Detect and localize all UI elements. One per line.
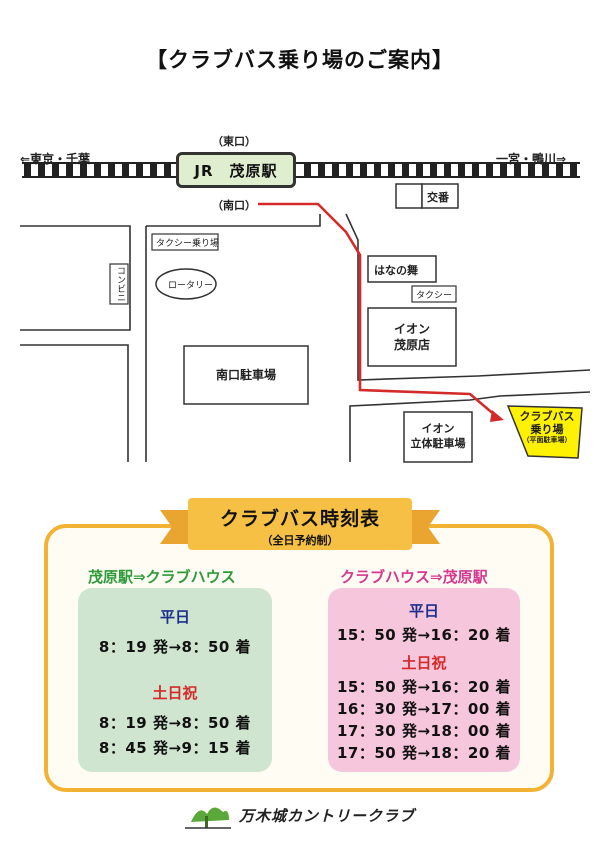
- rotary-circle: [155, 268, 217, 300]
- outbound-holiday-label: 土日祝: [152, 684, 198, 702]
- east-exit-label: （東口）: [212, 135, 256, 148]
- inbound-panel: [328, 588, 520, 772]
- tree-logo-icon: [184, 807, 231, 829]
- rail-tie: [402, 163, 409, 177]
- south-exit-label: （南口）: [212, 199, 256, 212]
- page-title: 【クラブバス乗り場のご案内】: [146, 48, 454, 72]
- inbound-holiday-row-3: 17：30 発→18：00 着: [336, 722, 511, 740]
- rail-tie: [486, 163, 493, 177]
- route-arrowhead: [490, 410, 504, 422]
- inbound-holiday-row-4: 17：50 発→18：20 着: [336, 744, 511, 762]
- rail-tie: [122, 163, 129, 177]
- inbound-heading: クラブハウス⇒茂原駅: [340, 568, 488, 586]
- rail-tie: [542, 163, 549, 177]
- rail-tie: [52, 163, 59, 177]
- rail-tie: [472, 163, 479, 177]
- outbound-holiday-row-2: 8：45 発→9：15 着: [98, 739, 252, 757]
- convenience-label: コンビニ: [115, 266, 125, 302]
- rail-left-label: ⇐東京・千葉: [20, 152, 91, 166]
- rail-tie: [108, 163, 115, 177]
- rail-tie: [374, 163, 381, 177]
- bus-stop-line2: 乗り場: [530, 423, 564, 437]
- station-map: [20, 162, 591, 463]
- footer-logo: 万木城カントリークラブ: [0, 800, 600, 830]
- rail-right-label: 一宮・鴨川⇒: [496, 152, 567, 166]
- taxi-stand-box: [151, 233, 219, 251]
- koban-box-small: [395, 183, 423, 209]
- club-name: 万木城カントリークラブ: [238, 806, 415, 825]
- taxi-label: タクシー: [416, 291, 453, 301]
- south-parking-box: [183, 345, 309, 405]
- rail-tie: [360, 163, 367, 177]
- south-parking-label: 南口駐車場: [215, 367, 276, 382]
- rail-tie: [514, 163, 521, 177]
- rail-tie: [24, 163, 31, 177]
- bus-stop-label: クラブバス 乗り場 （平面駐車場）: [514, 410, 580, 445]
- rail-tie: [66, 163, 73, 177]
- inbound-holiday-row-2: 16：30 発→17：00 着: [336, 700, 511, 718]
- rail-tie: [150, 163, 157, 177]
- bus-stop-note: （平面駐車場）: [522, 436, 572, 445]
- timetable-subtitle: （全日予約制）: [261, 534, 339, 547]
- hananomai-label: はなの舞: [374, 264, 418, 277]
- inbound-weekday-label: 平日: [408, 602, 439, 620]
- rail-tie: [332, 163, 339, 177]
- rail-tie: [94, 163, 101, 177]
- rail-tie: [416, 163, 423, 177]
- bus-stop-area: [506, 405, 583, 459]
- rail-tie: [570, 163, 577, 177]
- route-line: [258, 202, 497, 417]
- station-box: JR 茂原駅: [176, 152, 296, 188]
- rail-tie: [346, 163, 353, 177]
- timetable-title: クラブバス時刻表: [219, 508, 380, 530]
- ribbon-tails: [160, 510, 440, 544]
- inbound-weekday-row: 15：50 発→16：20 着: [336, 626, 511, 644]
- roads: [20, 213, 591, 462]
- aeon-parking-box: [403, 411, 473, 463]
- outbound-heading: 茂原駅⇒クラブハウス: [88, 568, 236, 586]
- rail-tie: [500, 163, 507, 177]
- taxi-box: [411, 285, 457, 303]
- rail-tie: [430, 163, 437, 177]
- rail-tie: [164, 163, 171, 177]
- aeon-box: [367, 307, 457, 367]
- rail-tie: [38, 163, 45, 177]
- inbound-holiday-row-1: 15：50 発→16：20 着: [336, 678, 511, 696]
- timetable-ribbon: クラブバス時刻表 （全日予約制）: [188, 498, 412, 550]
- rail-tie: [80, 163, 87, 177]
- convenience-box: [109, 263, 129, 305]
- outbound-weekday-label: 平日: [159, 608, 190, 626]
- rotary-label: ロータリー: [168, 281, 214, 291]
- bus-stop-line1: クラブバス: [519, 410, 575, 423]
- rail-tie: [136, 163, 143, 177]
- aeon-label: イオン 茂原店: [393, 321, 430, 352]
- outbound-holiday-row-1: 8：19 発→8：50 着: [98, 714, 252, 732]
- outbound-panel: [78, 588, 272, 772]
- inbound-holiday-label: 土日祝: [401, 654, 447, 672]
- rail-tie: [318, 163, 325, 177]
- rail-tie: [458, 163, 465, 177]
- railway-track: [22, 162, 580, 178]
- koban-label: 交番: [427, 191, 449, 204]
- rail-tie: [388, 163, 395, 177]
- rail-tie: [444, 163, 451, 177]
- aeon-parking-label: イオン 立体駐車場: [410, 422, 466, 450]
- hananomai-box: [367, 255, 437, 283]
- outbound-weekday-row: 8：19 発→8：50 着: [98, 638, 252, 656]
- rail-tie: [556, 163, 563, 177]
- koban-box: [421, 183, 459, 209]
- rail-tie: [528, 163, 535, 177]
- taxi-stand-label: タクシー乗り場: [156, 239, 220, 249]
- rail-tie: [304, 163, 311, 177]
